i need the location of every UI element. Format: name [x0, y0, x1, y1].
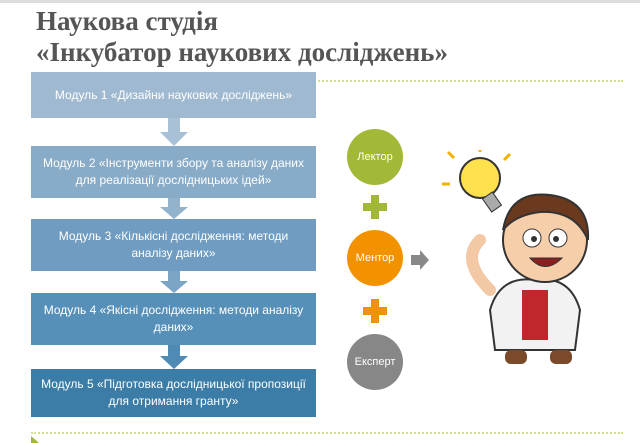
module-1-box: Модуль 1 «Дизайни наукових досліджень» — [31, 72, 316, 118]
lightbulb-icon — [442, 150, 512, 213]
module-4-box: Модуль 4 «Якісні дослідження: методи ана… — [31, 293, 316, 345]
down-arrow-icon — [160, 118, 188, 146]
down-arrow-icon — [160, 271, 188, 293]
module-3-box: Модуль 3 «Кількісні дослідження: методи … — [31, 219, 316, 271]
triangle-bullet-icon — [31, 436, 39, 443]
down-arrow-icon — [160, 345, 188, 369]
role-mentor: Ментор — [347, 230, 403, 286]
plus-icon — [363, 299, 387, 323]
role-lecturer: Лектор — [347, 129, 403, 185]
role-expert: Експерт — [347, 334, 403, 390]
cartoon-boy-with-lightbulb-illustration — [442, 150, 590, 364]
top-bar — [0, 0, 640, 3]
slide-title: Наукова студія «Інкубатор наукових дослі… — [36, 6, 448, 68]
title-line-1: Наукова студія — [36, 6, 218, 36]
down-arrow-icon — [160, 198, 188, 219]
title-line-2: «Інкубатор наукових досліджень» — [36, 37, 448, 67]
module-5-box: Модуль 5 «Підготовка дослідницької пропо… — [31, 369, 316, 417]
module-2-box: Модуль 2 «Інструменти збору та аналізу д… — [31, 146, 316, 198]
title-divider — [31, 80, 623, 82]
bottom-divider — [31, 432, 623, 434]
plus-icon — [363, 195, 387, 219]
right-arrow-icon — [411, 250, 429, 270]
